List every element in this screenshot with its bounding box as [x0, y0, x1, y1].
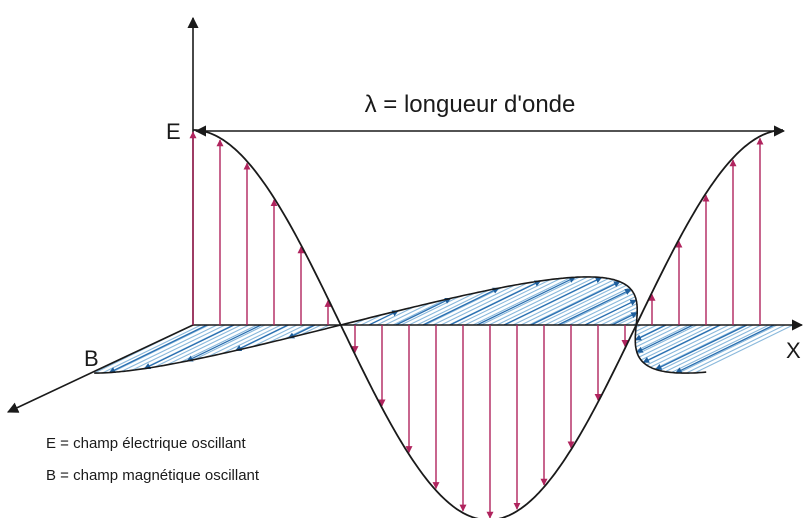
- x-axis-label: X: [786, 338, 801, 363]
- b-hatch-line: [528, 280, 620, 326]
- b-hatch-line: [536, 282, 624, 326]
- b-hatch-line: [360, 314, 383, 326]
- b-hatch-line: [222, 324, 282, 354]
- b-hatch-line: [376, 306, 415, 326]
- b-hatch-line: [472, 277, 571, 326]
- b-hatch-line: [131, 324, 226, 371]
- b-field-vector: [476, 276, 576, 326]
- b-field-vector: [287, 324, 316, 339]
- b-hatch-line: [207, 324, 274, 358]
- wavelength-label: λ = longueur d'onde: [365, 91, 576, 118]
- b-hatch-line: [300, 324, 322, 336]
- magnetic-field-curve: [94, 276, 707, 374]
- b-field-vector: [584, 299, 637, 326]
- b-hatch-line: [480, 276, 580, 326]
- b-hatch-line: [179, 324, 258, 363]
- b-hatch-line: [576, 296, 636, 326]
- b-field-vector: [186, 324, 262, 362]
- b-hatch-line: [408, 292, 475, 326]
- b-hatch-line: [568, 293, 635, 326]
- b-hatch-line: [544, 284, 627, 326]
- b-hatch-line: [552, 287, 630, 326]
- b-field-vector: [143, 324, 235, 370]
- b-hatch-line: [659, 324, 754, 371]
- b-hatch-line: [384, 302, 431, 326]
- b-hatch-line: [600, 306, 638, 326]
- b-hatch-line: [166, 324, 250, 366]
- b-hatch-line: [636, 324, 690, 352]
- e-axis-label: E: [166, 119, 181, 144]
- b-field-vector: [634, 324, 667, 341]
- legend-electric-field: E = champ électrique oscillant: [46, 435, 246, 452]
- b-hatch-line: [193, 324, 266, 361]
- b-field-vector: [675, 324, 775, 374]
- b-hatch-line: [560, 290, 633, 326]
- b-hatch-line: [635, 324, 650, 332]
- b-hatch-line: [694, 324, 794, 374]
- b-hatch-line: [624, 318, 638, 326]
- b-hatch-line: [392, 299, 446, 326]
- b-hatch-line: [424, 287, 503, 326]
- b-hatch-line: [640, 324, 714, 361]
- b-hatch-line: [121, 324, 218, 372]
- b-hatch-line: [685, 324, 786, 374]
- b-hatch-line: [608, 310, 638, 326]
- b-hatch-line: [650, 324, 738, 368]
- b-hatch-line: [678, 324, 778, 374]
- b-field-vector: [395, 297, 452, 326]
- b-hatch-line: [520, 279, 615, 326]
- electric-field-curve: [193, 129, 784, 518]
- b-field-vector: [655, 324, 748, 370]
- b-hatch-line: [635, 324, 674, 344]
- b-hatch-line: [464, 277, 561, 326]
- b-field-vector: [642, 324, 721, 363]
- b-hatch-line: [664, 324, 762, 373]
- b-hatch-line: [592, 303, 638, 326]
- legend-magnetic-field: B = champ magnétique oscillant: [46, 467, 260, 484]
- b-hatch-line: [654, 324, 746, 370]
- b-field-vector: [530, 281, 621, 326]
- b-field-vector: [368, 310, 399, 326]
- b-field-vector: [503, 277, 603, 326]
- b-field-vector: [108, 324, 208, 374]
- b-hatch-line: [635, 324, 658, 336]
- b-axis: [6, 324, 194, 413]
- b-hatch-line: [488, 276, 589, 326]
- b-axis-label: B: [84, 346, 99, 371]
- b-hatch-line: [432, 284, 516, 326]
- b-field-vector: [449, 280, 542, 326]
- b-hatch-line: [252, 324, 298, 348]
- b-field-vector: [636, 324, 694, 353]
- magnetic-field-arrows: [108, 276, 775, 374]
- electric-field-arrows: [189, 131, 764, 518]
- b-field-vector: [611, 312, 638, 326]
- b-hatch-line: [111, 324, 210, 373]
- b-hatch-line: [646, 324, 730, 366]
- b-hatch-line: [637, 324, 698, 355]
- b-field-vector: [557, 288, 632, 326]
- b-hatch-line: [284, 324, 314, 340]
- b-hatch-line: [102, 324, 202, 374]
- b-hatch-line: [496, 276, 596, 326]
- b-hatch-line: [456, 279, 551, 326]
- b-field-vector: [234, 324, 289, 352]
- b-hatch-line: [416, 289, 489, 326]
- b-hatch-line: [635, 324, 682, 348]
- b-hatch-line: [671, 324, 770, 373]
- b-hatch-line: [154, 324, 242, 368]
- b-field-vector: [422, 287, 500, 326]
- b-hatch-line: [268, 324, 306, 344]
- b-hatch-line: [440, 282, 528, 326]
- b-hatch-line: [638, 324, 706, 358]
- b-hatch-line: [512, 278, 609, 326]
